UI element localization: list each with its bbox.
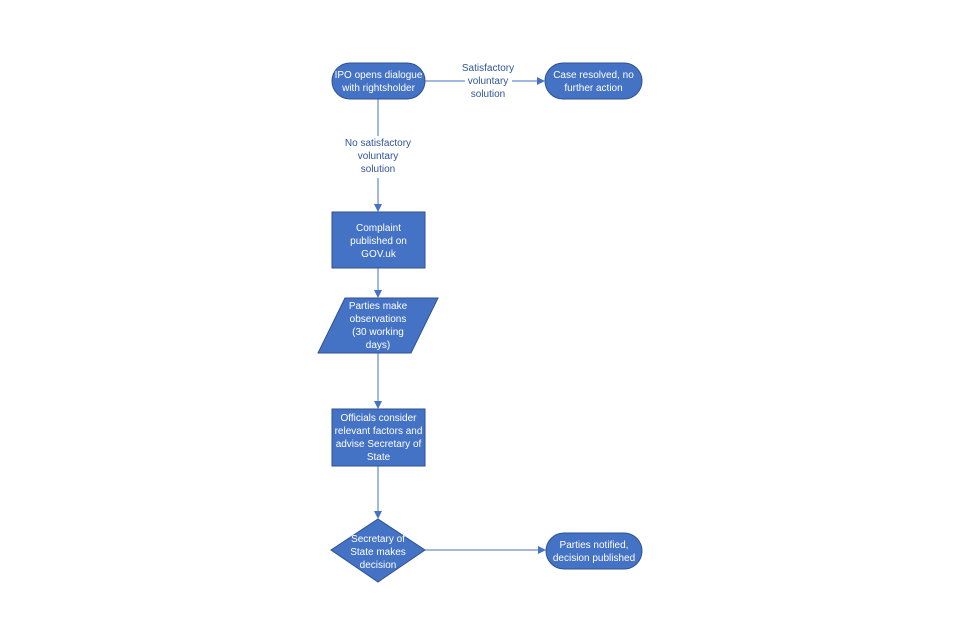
node-label-line: relevant factors and [335, 426, 423, 437]
node-label-line: observations [350, 314, 407, 325]
node-label-line: decision published [553, 553, 635, 564]
edge-label-no-satisfactory: No satisfactory voluntary solution [345, 138, 411, 175]
node-label-line: days) [366, 340, 390, 351]
connectors [374, 77, 546, 554]
node-label-line: Complaint [356, 223, 401, 234]
node-case-resolved: Case resolved, no further action [544, 62, 643, 100]
node-parties-notified: Parties notified, decision published [545, 532, 643, 570]
node-label-line: GOV.uk [361, 249, 397, 260]
node-label-line: State makes [350, 547, 406, 558]
edge-label-line: No satisfactory [345, 138, 411, 149]
node-label-line: IPO opens dialogue [335, 70, 423, 81]
node-officials-consider: Officials consider relevant factors and … [331, 408, 426, 467]
node-shape [331, 62, 426, 100]
edge-label-satisfactory: Satisfactory voluntary solution [462, 63, 514, 100]
node-label-line: Secretary of [351, 534, 405, 545]
node-shape [331, 408, 426, 467]
edge-label-line: solution [471, 89, 505, 100]
edge-label-line: Satisfactory [462, 63, 514, 74]
node-shape [330, 518, 426, 583]
node-label-line: Parties notified, [560, 540, 629, 551]
edge-label-line: solution [361, 164, 395, 175]
node-label-line: published on [350, 236, 407, 247]
edge-label-line: voluntary [358, 151, 399, 162]
node-label-line: Case resolved, no [553, 70, 634, 81]
node-shape [331, 211, 426, 269]
node-shape [544, 62, 643, 100]
node-label-line: State [367, 452, 391, 463]
node-label-line: advise Secretary of [336, 439, 422, 450]
node-parties-observations: Parties make observations (30 working da… [317, 297, 439, 354]
node-label-line: decision [360, 560, 397, 571]
node-complaint-published: Complaint published on GOV.uk [331, 211, 426, 269]
node-label-line: Officials consider [341, 413, 418, 424]
node-ipo-dialogue: IPO opens dialogue with rightsholder [331, 62, 426, 100]
node-shape [317, 297, 439, 354]
node-label-line: further action [564, 83, 622, 94]
node-sos-decision: Secretary of State makes decision [330, 518, 426, 583]
node-label-line: Parties make [349, 301, 408, 312]
node-shape [545, 532, 643, 570]
node-label-line: with rightsholder [341, 83, 415, 94]
edge-label-line: voluntary [468, 76, 509, 87]
node-label-line: (30 working [352, 327, 404, 338]
